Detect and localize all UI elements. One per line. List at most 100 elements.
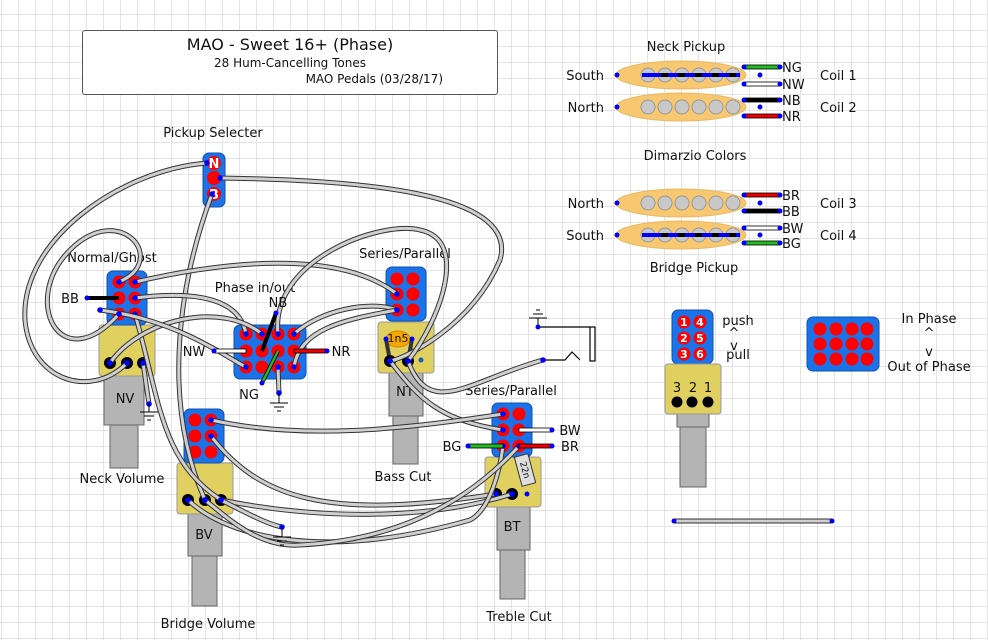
jumper-phase-ng[interactable] xyxy=(260,350,280,384)
wire-node xyxy=(275,331,281,337)
neck-volume-label: Neck Volume xyxy=(80,472,165,487)
shielded-wire[interactable] xyxy=(292,308,398,368)
lead-ng[interactable] xyxy=(741,64,783,70)
lead-nw-label: NW xyxy=(782,78,805,93)
color-code-label: Dimarzio Colors xyxy=(644,149,747,164)
wire-node xyxy=(208,417,214,423)
shielded-wire[interactable] xyxy=(23,161,208,384)
neck-volume-code: NV xyxy=(116,392,135,407)
lead-bg[interactable] xyxy=(741,240,783,246)
jumper-phase-nw[interactable] xyxy=(213,348,247,354)
lead-nr[interactable] xyxy=(741,113,783,119)
push-label: push xyxy=(722,314,754,329)
lug-number: 1 xyxy=(680,316,688,329)
wire-node xyxy=(97,307,103,313)
bridge-volume-code: BV xyxy=(195,528,213,543)
neck-coil-1[interactable] xyxy=(614,60,763,90)
shielded-wire[interactable] xyxy=(388,360,504,432)
bridge-coil-3-label: Coil 3 xyxy=(820,197,857,212)
bass-cut-label: Bass Cut xyxy=(375,470,432,485)
sample-wire xyxy=(671,518,835,524)
wire-node xyxy=(387,358,393,364)
wire-node xyxy=(116,279,122,285)
ground-icon xyxy=(273,527,291,546)
lead-bg-label: BG xyxy=(782,237,801,252)
jumper-bw[interactable] xyxy=(518,427,553,433)
pole-pieces xyxy=(640,67,741,83)
shielded-wire[interactable] xyxy=(220,492,513,516)
bridge-volume-label: Bridge Volume xyxy=(161,617,256,632)
series-parallel-br-label: BR xyxy=(561,440,579,455)
lead-bb[interactable] xyxy=(741,208,783,214)
wire-node xyxy=(275,364,281,370)
capacitor-1n5-label: 1n5 xyxy=(388,332,409,345)
out-of-phase-label: Out of Phase xyxy=(887,360,970,375)
wire-node xyxy=(259,331,265,337)
pot-lug-number: 3 xyxy=(673,381,681,396)
series-parallel-bw-label: BW xyxy=(559,424,580,439)
bass-cut-pot[interactable]: 1n5 NT xyxy=(377,321,435,465)
shielded-wire[interactable] xyxy=(276,227,449,362)
shielded-wire[interactable] xyxy=(204,444,521,547)
up-arrow: ^ xyxy=(924,326,935,341)
bridge-coil-4[interactable] xyxy=(614,220,763,250)
bridge-coil-3-pole: North xyxy=(568,197,604,212)
jumper-br[interactable] xyxy=(518,443,553,449)
lead-bw-label: BW xyxy=(782,222,803,237)
lead-bb-label: BB xyxy=(782,205,800,220)
normal-ghost-label: Normal/Ghost xyxy=(67,251,157,266)
shielded-wire[interactable] xyxy=(209,435,497,507)
shielded-wire[interactable] xyxy=(99,308,247,369)
shielded-wire[interactable] xyxy=(45,229,142,341)
grounds xyxy=(140,309,547,546)
neck-coil-2[interactable] xyxy=(614,92,763,122)
shielded-wire[interactable] xyxy=(108,315,263,364)
jumper-phase-nr[interactable] xyxy=(293,348,327,354)
shielded-wire[interactable] xyxy=(133,313,222,502)
jumpers: BB NB NW NR NG BW BR BG 22n xyxy=(61,292,581,487)
wire-node xyxy=(500,411,506,417)
lead-br[interactable] xyxy=(741,192,783,198)
shielded-wire[interactable] xyxy=(210,412,504,433)
lead-nr-label: NR xyxy=(782,110,801,125)
wire-node xyxy=(509,491,515,497)
shielded-wire[interactable] xyxy=(406,358,544,394)
jumper-phase-nb[interactable] xyxy=(260,312,278,352)
up-arrow: ^ xyxy=(729,326,740,341)
output-jack[interactable] xyxy=(535,324,596,363)
wire-node xyxy=(500,427,506,433)
shielded-wire[interactable] xyxy=(186,445,505,544)
neck-coil-1-pole: South xyxy=(566,69,604,84)
lead-ng-label: NG xyxy=(782,61,802,76)
neck-pickup: Neck Pickup South Coil 1 NG NW xyxy=(566,40,856,125)
wire-node xyxy=(132,295,138,301)
jumper-bg[interactable] xyxy=(467,443,504,449)
shielded-wire[interactable] xyxy=(276,366,281,394)
wire-node xyxy=(185,497,191,503)
lead-bw[interactable] xyxy=(741,225,783,231)
title-block: MAO - Sweet 16+ (Phase) 28 Hum-Cancellin… xyxy=(82,30,498,95)
pot-lug-number: 1 xyxy=(704,381,712,396)
ground-icon xyxy=(270,393,288,412)
lead-br-label: BR xyxy=(782,189,800,204)
shielded-wire[interactable] xyxy=(177,193,214,501)
push-pull-legend: 1 4 2 5 3 6 push ^ v pull 3 2 1 xyxy=(664,309,754,488)
down-arrow: v xyxy=(730,339,738,354)
shielded-wire[interactable] xyxy=(292,304,398,336)
bridge-coil-3[interactable] xyxy=(614,188,763,218)
lead-nw[interactable] xyxy=(741,81,783,87)
wire-node xyxy=(140,360,146,366)
bridge-coil-4-pole: South xyxy=(566,229,604,244)
shielded-wire[interactable] xyxy=(141,362,151,405)
phase-switch-label: Phase in/out xyxy=(215,281,295,296)
lead-nb[interactable] xyxy=(741,97,783,103)
shielded-wire[interactable] xyxy=(134,261,398,296)
bass-cut-code: NT xyxy=(396,385,414,400)
lug-number: 2 xyxy=(680,332,688,345)
shielded-wire[interactable] xyxy=(220,498,283,529)
shielded-wire[interactable] xyxy=(219,176,504,363)
bridge-pickup: North Coil 3 BR BB South Coil 4 BW BG Br… xyxy=(566,188,857,276)
pickup-selector-label: Pickup Selecter xyxy=(163,126,263,141)
phase-nb-label: NB xyxy=(269,296,288,311)
